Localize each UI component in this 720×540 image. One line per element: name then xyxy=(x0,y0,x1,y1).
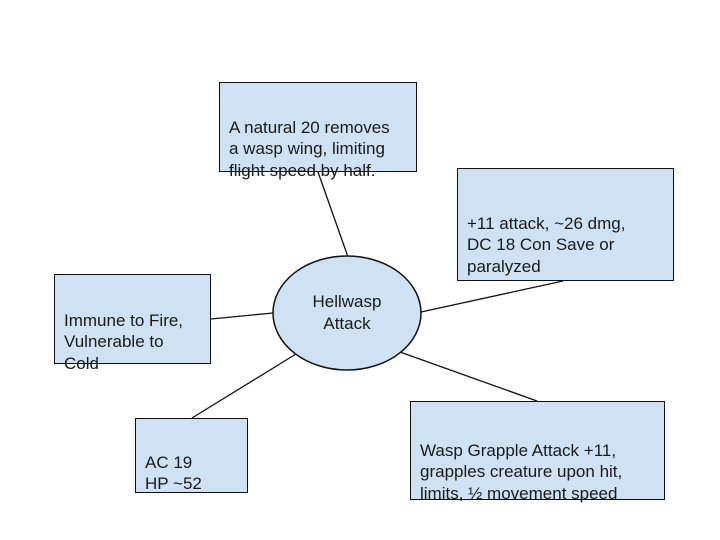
center-node-label: Hellwasp Attack xyxy=(312,292,382,333)
node-wing-removal[interactable]: A natural 20 removes a wasp wing, limiti… xyxy=(219,82,417,180)
node-grapple-attack[interactable]: Wasp Grapple Attack +11, grapples creatu… xyxy=(410,401,665,503)
connector-attack xyxy=(420,280,564,313)
connector-wing xyxy=(317,171,349,258)
node-attack-stats-text: +11 attack, ~26 dmg, DC 18 Con Save or p… xyxy=(467,213,626,276)
node-grapple-attack-text: Wasp Grapple Attack +11, grapples creatu… xyxy=(420,440,623,503)
connector-stats xyxy=(191,353,297,419)
center-node[interactable] xyxy=(272,255,422,371)
node-ac-hp-text: AC 19 HP ~52 xyxy=(145,452,202,494)
node-immunities[interactable]: Immune to Fire, Vulnerable to Cold xyxy=(54,274,211,373)
node-ac-hp[interactable]: AC 19 HP ~52 xyxy=(135,418,248,493)
connector-immune xyxy=(210,312,274,320)
node-immunities-text: Immune to Fire, Vulnerable to Cold xyxy=(64,310,184,373)
connector-grapple xyxy=(399,351,538,402)
node-attack-stats[interactable]: +11 attack, ~26 dmg, DC 18 Con Save or p… xyxy=(457,168,674,281)
node-wing-removal-text: A natural 20 removes a wasp wing, limiti… xyxy=(229,117,390,180)
